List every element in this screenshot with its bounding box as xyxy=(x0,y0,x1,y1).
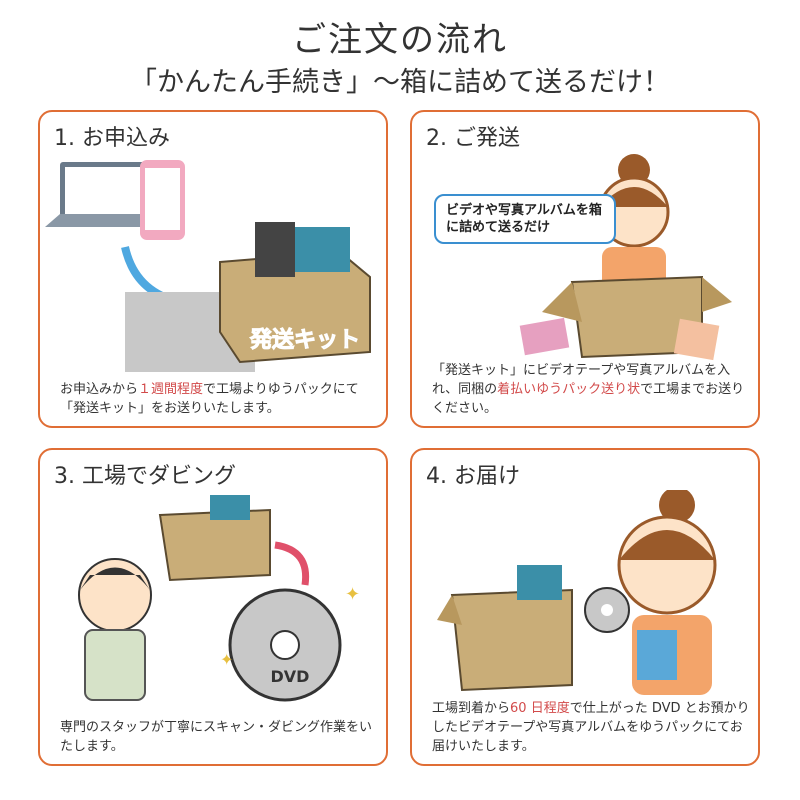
dvd-disc-icon: DVD xyxy=(228,588,342,702)
step-title: 1. お申込み xyxy=(54,126,170,151)
page-subtitle: 「かんたん手続き」～箱に詰めて送るだけ！ xyxy=(130,67,670,98)
desc-text: で仕上がった DVD とお預かりしたビデオテープや写真アルバムをゆうパックにてお… xyxy=(432,701,750,754)
laptop-phone-kit-illustration: 発送キット xyxy=(45,160,371,372)
dvd-label: DVD xyxy=(271,667,310,686)
step-1-panel: 1. お申込み 発送キット お申込みから１週間程度で工場よりゆうパックにて「発送… xyxy=(38,110,388,428)
desc-highlight: 着払いゆうパック送り状 xyxy=(497,382,641,397)
step-title: 3. 工場でダビング xyxy=(54,464,236,489)
step-3-panel: 3. 工場でダビング DVD ✦ ✦ 専門のスタッフが丁寧にスキャン・ダビング作… xyxy=(38,448,388,766)
arrow-icon xyxy=(274,541,310,586)
step-title: 4. お届け xyxy=(426,464,520,489)
step-description: 「発送キット」にビデオテープや写真アルバムを入れ、同梱の着払いゆうパック送り状で… xyxy=(432,361,752,418)
dvd-case-icon xyxy=(637,630,677,680)
phone-icon xyxy=(140,160,185,240)
cardboard-box-icon xyxy=(219,222,371,364)
dvd-disc-icon xyxy=(584,587,630,633)
sparkle-icon: ✦ xyxy=(345,584,360,605)
cardboard-box-icon xyxy=(437,565,573,692)
step-description: 専門のスタッフが丁寧にスキャン・ダビング作業をいたします。 xyxy=(60,718,380,756)
woman-packing-illustration xyxy=(519,154,732,361)
photo-album-icon xyxy=(673,318,720,361)
photo-album-icon xyxy=(519,317,570,356)
step-2-panel: 2. ご発送 ビデオや写真アルバムを箱に詰めて送るだけ 「発送キット」にビデオテ… xyxy=(410,110,760,428)
cardboard-box-icon xyxy=(158,495,271,582)
step-description: 工場到着から60 日程度で仕上がった DVD とお預かりしたビデオテープや写真ア… xyxy=(432,699,752,756)
staff-dubbing-illustration: DVD ✦ ✦ xyxy=(78,495,360,702)
desc-text: 工場到着から xyxy=(432,701,511,716)
desc-text: 専門のスタッフが丁寧にスキャン・ダビング作業をいたします。 xyxy=(60,720,373,754)
speech-bubble: ビデオや写真アルバムを箱に詰めて送るだけ xyxy=(434,194,616,244)
desc-highlight: 60 日程度 xyxy=(510,701,570,716)
step-description: お申込みから１週間程度で工場よりゆうパックにて「発送キット」をお送りいたします。 xyxy=(60,380,380,418)
laptop-icon xyxy=(45,162,165,227)
delivery-illustration xyxy=(437,490,717,695)
kit-label: 発送キット xyxy=(249,327,360,353)
cardboard-box-icon xyxy=(542,275,732,359)
step-title: 2. ご発送 xyxy=(426,126,520,151)
desc-highlight: １週間程度 xyxy=(138,382,204,397)
step-4-panel: 4. お届け 工場到着から60 日程度で仕上がった DVD とお預かりしたビデオ… xyxy=(410,448,760,766)
sparkle-icon: ✦ xyxy=(220,650,233,669)
desc-text: で工場までお送りください。 xyxy=(432,382,745,416)
desc-text: で工場よりゆうパックにて「発送キット」をお送りいたします。 xyxy=(60,382,359,416)
staff-man-icon xyxy=(78,558,152,701)
desc-text: お申込みから xyxy=(60,382,139,397)
page-title: ご注文の流れ xyxy=(292,20,508,60)
desc-text: 「発送キット」にビデオテープや写真アルバムを入れ、同梱の xyxy=(432,363,731,397)
woman-icon xyxy=(598,154,670,307)
